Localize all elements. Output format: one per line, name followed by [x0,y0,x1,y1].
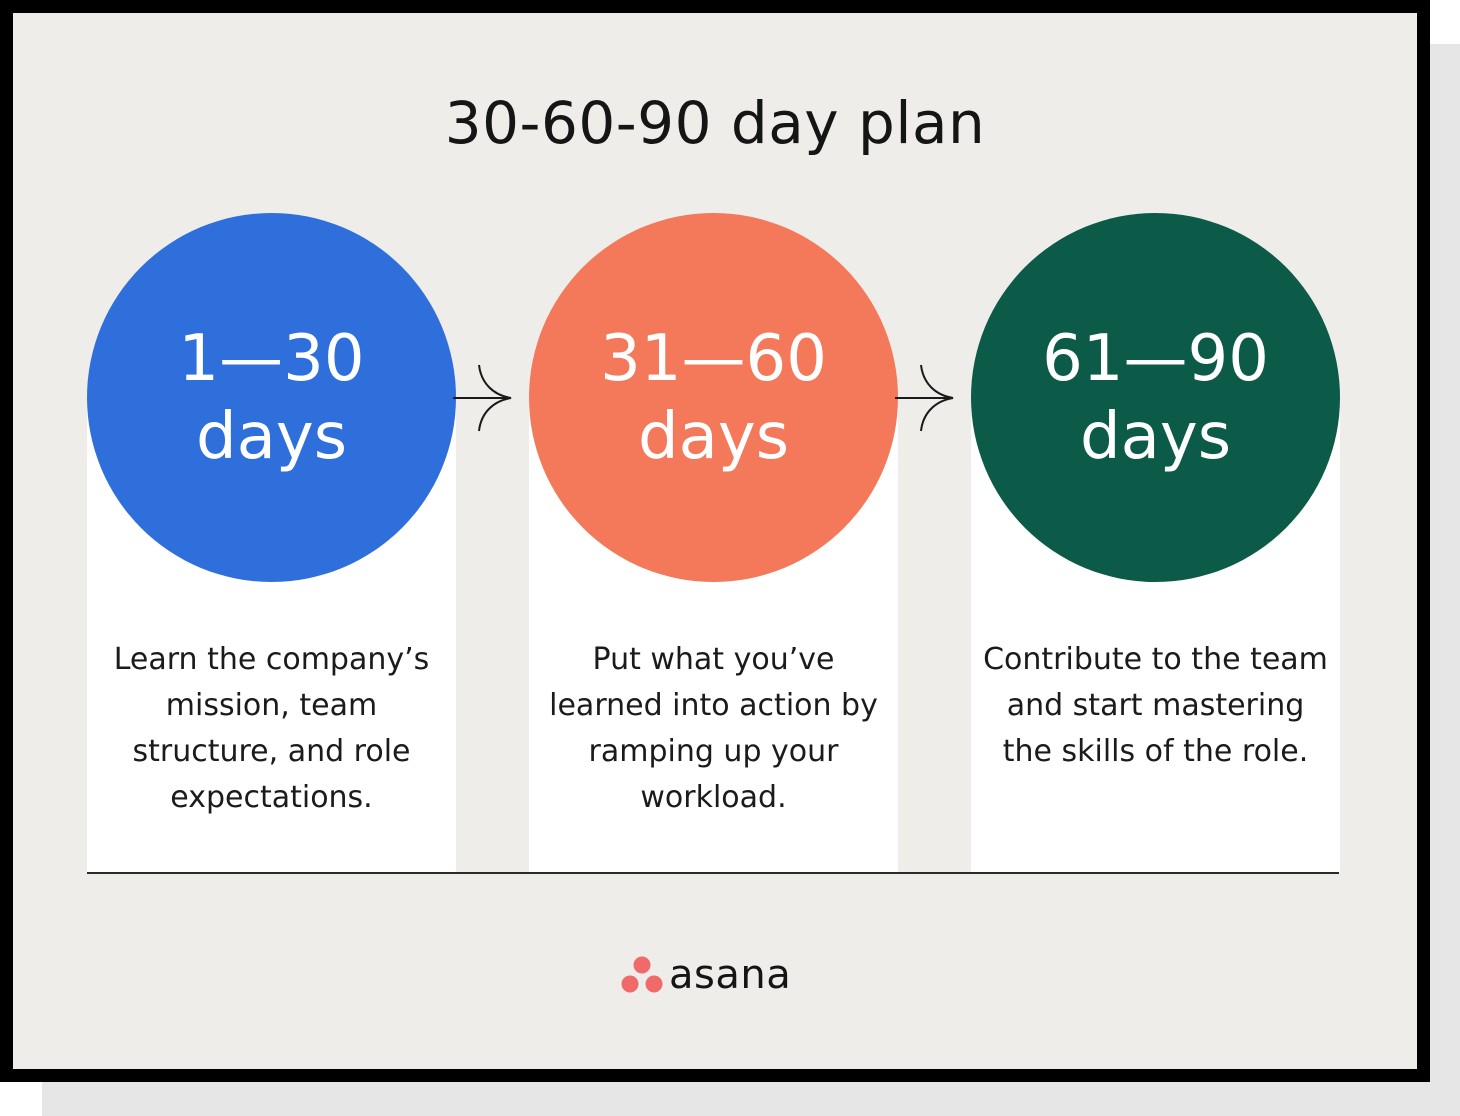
phase-range: 61—90 [1042,321,1269,396]
infographic-card: 30-60-90 day plan 1—30 days Learn the co… [13,13,1417,1069]
phase-range: 31—60 [600,321,827,396]
asana-three-dots-icon [621,956,663,993]
phase-circle: 61—90 days [971,213,1340,582]
phase-circle: 1—30 days [87,213,456,582]
arrow-right-icon [453,364,512,432]
arrow-right-icon [895,364,954,432]
brand-name: asana [669,952,792,998]
phase-range: 1—30 [178,321,365,396]
baseline-divider [87,872,1339,874]
phase-unit: days [637,399,790,474]
phase-column-3: 61—90 days Contribute to the team and st… [971,213,1340,872]
phase-unit: days [195,399,348,474]
phase-description: Contribute to the team and start masteri… [983,642,1328,769]
phase-column-2: 31—60 days Put what you’ve learned into … [529,213,898,872]
phase-unit: days [1079,399,1232,474]
phase-circle: 31—60 days [529,213,898,582]
image-frame: 30-60-90 day plan 1—30 days Learn the co… [0,0,1430,1082]
phase-description: Learn the company’s mission, team struct… [113,642,430,815]
phase-column-1: 1—30 days Learn the company’s mission, t… [87,213,456,872]
page-title: 30-60-90 day plan [444,89,986,157]
brand-logo: asana [621,955,791,995]
phase-description: Put what you’ve learned into action by r… [549,642,878,815]
